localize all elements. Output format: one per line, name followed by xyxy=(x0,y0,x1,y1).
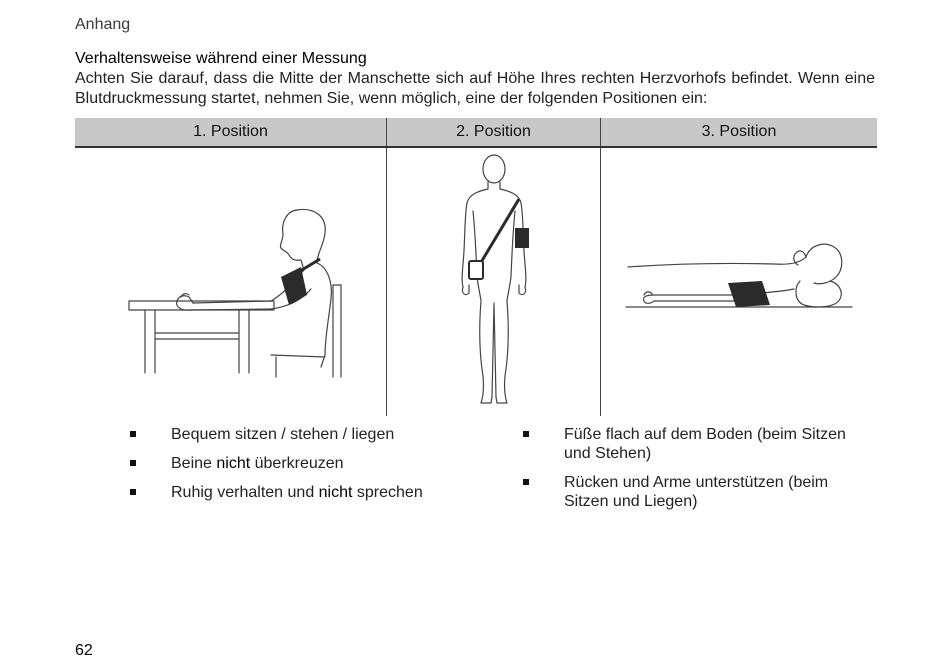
bullet-marker xyxy=(523,431,529,437)
bullet-marker xyxy=(130,489,136,495)
position-table: 1. Position 2. Position 3. Position xyxy=(75,118,877,416)
position-2-header: 2. Position xyxy=(386,118,601,148)
position-2-cell xyxy=(386,147,601,416)
left-bullet-list: Bequem sitzen / stehen / liegen Beine ni… xyxy=(130,425,470,512)
list-item: Beine nicht überkreuzen xyxy=(130,454,470,473)
position-3-cell xyxy=(601,147,878,416)
position-3-header: 3. Position xyxy=(600,118,877,148)
list-item: Füße flach auf dem Boden (beim Sitzen un… xyxy=(523,425,853,463)
lying-person-illustration xyxy=(625,243,853,308)
list-item: Bequem sitzen / stehen / liegen xyxy=(130,425,470,444)
page-heading: Verhaltensweise während einer Messung xyxy=(75,50,367,67)
position-1-cell xyxy=(75,147,387,416)
list-item: Rücken und Arme unterstützen (beim Sitze… xyxy=(523,473,853,511)
page-number: 62 xyxy=(75,642,93,659)
list-item: Ruhig verhalten und nicht sprechen xyxy=(130,483,470,502)
position-1-header: 1. Position xyxy=(75,118,387,148)
bullet-marker xyxy=(130,431,136,437)
emphasis-text: nicht xyxy=(216,455,251,472)
intro-paragraph: Achten Sie darauf, dass die Mitte der Ma… xyxy=(75,70,875,107)
emphasis-text: nicht xyxy=(318,484,353,501)
standing-person-illustration xyxy=(461,154,529,404)
section-header: Anhang xyxy=(75,16,131,33)
right-bullet-list: Füße flach auf dem Boden (beim Sitzen un… xyxy=(523,425,853,521)
seated-person-illustration xyxy=(127,208,342,378)
bullet-marker xyxy=(523,479,529,485)
bullet-marker xyxy=(130,460,136,466)
